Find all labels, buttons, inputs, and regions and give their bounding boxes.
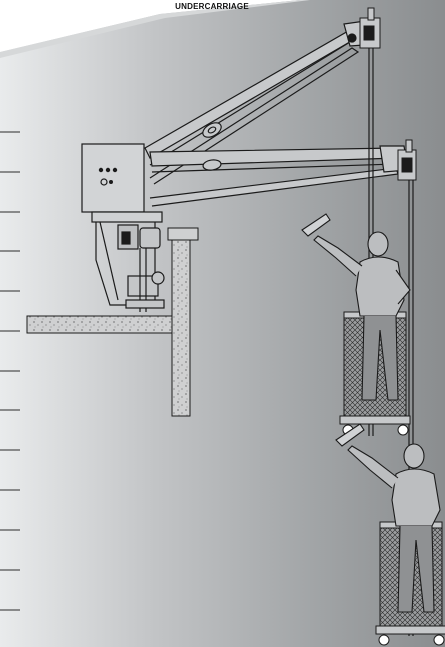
- parapet-cap: [167, 227, 199, 241]
- diagram-caption: UNDERCARRIAGE: [175, 2, 249, 11]
- caster-wheel-icon: [342, 424, 409, 436]
- caster-wheel-icon: [378, 634, 445, 646]
- lower-worker: [335, 423, 441, 613]
- control-panel-icon: [81, 143, 145, 213]
- floor-slab: [26, 315, 178, 334]
- scale-ticks: [0, 131, 20, 611]
- undercarriage: [81, 143, 165, 312]
- upper-worker: [301, 213, 411, 401]
- building-structure: [26, 227, 199, 417]
- lower-boom: [149, 145, 409, 207]
- white-header-band: [0, 0, 445, 52]
- parapet-wall: [171, 237, 191, 417]
- squeegee-icon: [301, 213, 331, 237]
- squeegee-icon: [335, 423, 365, 447]
- hoist-icon: [359, 7, 417, 181]
